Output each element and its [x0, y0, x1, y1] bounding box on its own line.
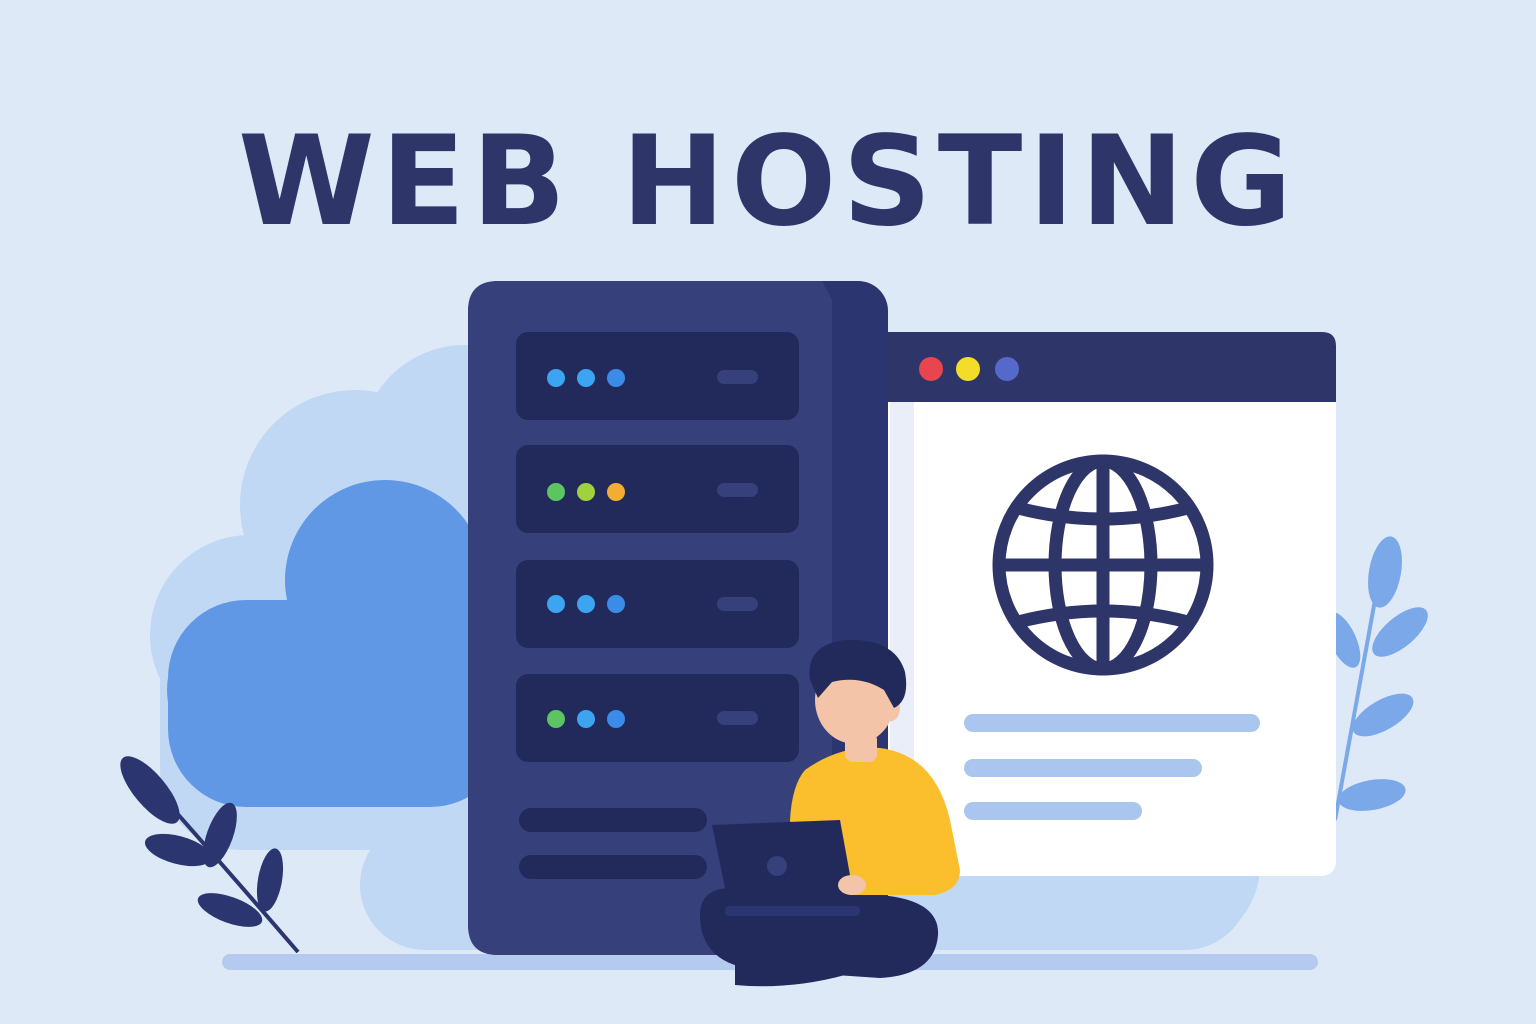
- server-slot: [516, 332, 799, 420]
- cloud-icon: [167, 480, 508, 807]
- plant-left-icon: [120, 756, 300, 954]
- server-vent: [519, 808, 707, 832]
- server-tower: [468, 281, 888, 955]
- window-minimize-dot: [956, 357, 980, 381]
- server-slot: [516, 560, 799, 648]
- text-line: [964, 714, 1260, 732]
- browser-window: [872, 332, 1336, 876]
- person-with-laptop-icon: [700, 639, 960, 987]
- server-vent: [519, 855, 707, 879]
- server-slot: [516, 674, 799, 762]
- window-close-dot: [919, 357, 943, 381]
- laptop-icon: [712, 820, 860, 916]
- plant-right-icon: [1325, 536, 1428, 821]
- page-title: WEB HOSTING: [238, 110, 1298, 254]
- text-line: [964, 759, 1202, 777]
- text-line: [964, 802, 1142, 820]
- window-maximize-dot: [995, 357, 1019, 381]
- globe-icon: [992, 454, 1214, 676]
- server-slot: [516, 445, 799, 533]
